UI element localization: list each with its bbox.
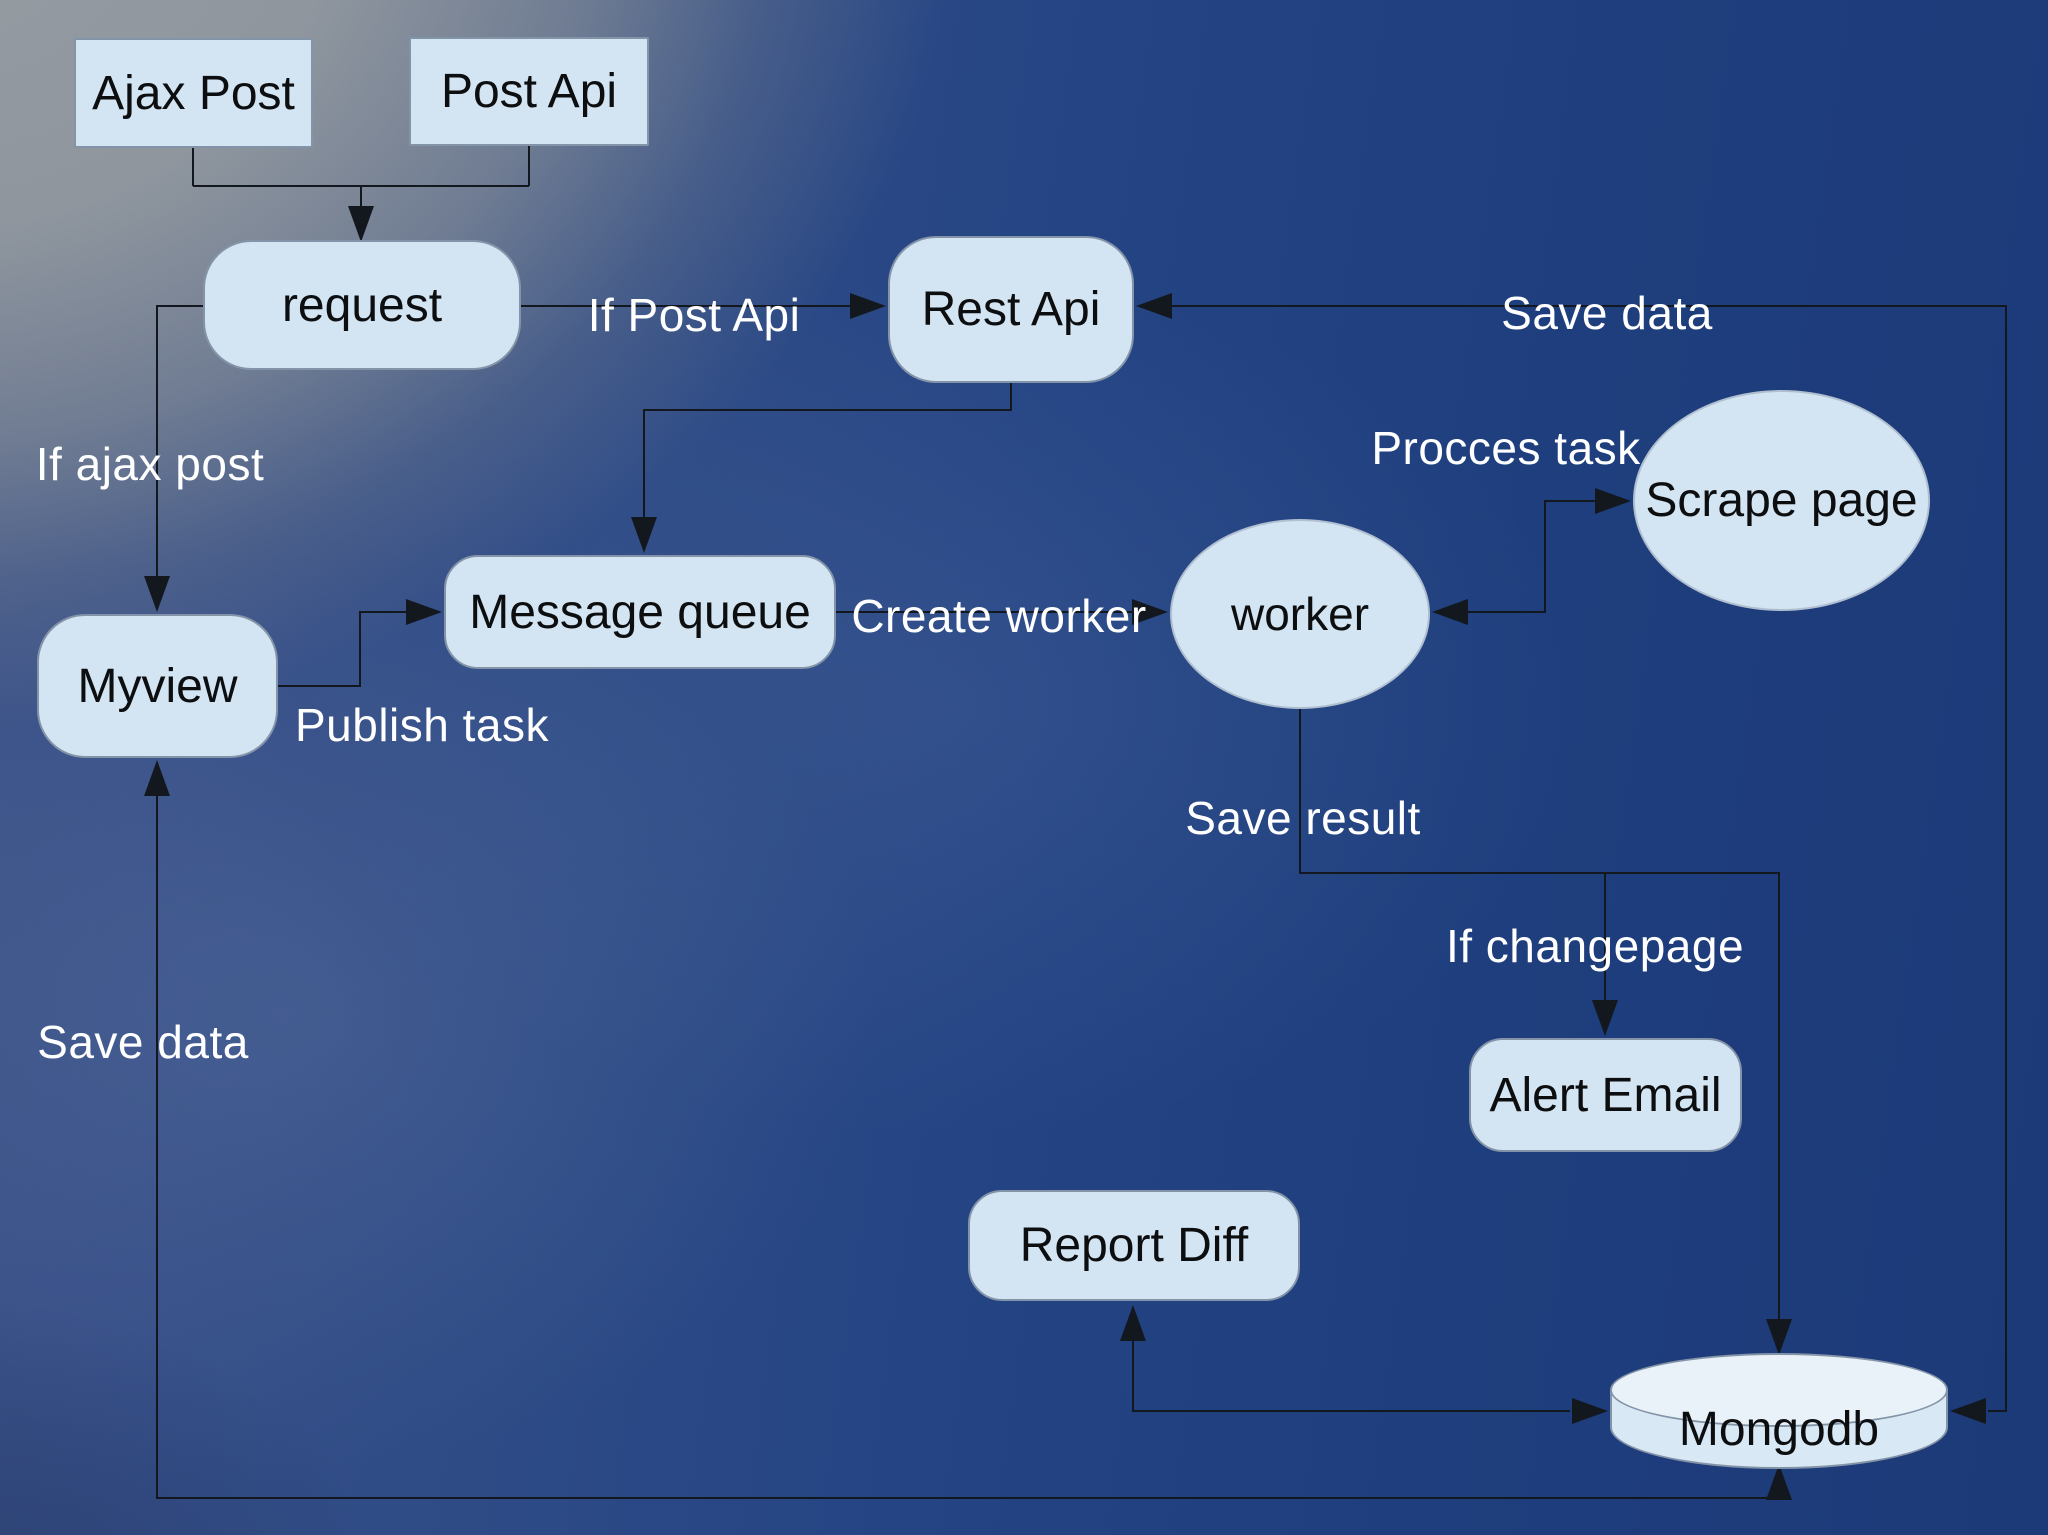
arrowhead-into-scrapepage-left	[1595, 488, 1631, 514]
arrowhead-into-restapi-right	[1136, 293, 1172, 319]
arrowhead-into-restapi-left	[850, 293, 886, 319]
edge-restapi-to-queue-line	[643, 383, 1012, 519]
arrowhead-into-queue-top	[631, 517, 657, 553]
edge-label-if-changepage: If changepage	[1445, 920, 1745, 972]
edge-label-save-data-bottom: Save data	[37, 1016, 249, 1068]
arrowhead-into-request-top	[348, 206, 374, 242]
node-rest-api[interactable]: Rest Api	[888, 236, 1134, 383]
mongodb-cylinder-top-shape	[1610, 1353, 1948, 1427]
node-label: Post Api	[440, 65, 618, 118]
arrowhead-into-myview-bottom	[144, 760, 170, 796]
node-alert-email[interactable]: Alert Email	[1469, 1038, 1742, 1152]
node-label: Myview	[77, 659, 238, 713]
arrowhead-into-worker-left	[1132, 599, 1168, 625]
edge-label-if-post-api: If Post Api	[587, 289, 801, 341]
edge-restapi-mongodb-line	[1172, 305, 2007, 1412]
node-label: Rest Api	[921, 283, 1101, 336]
edge-label-procces-task: Procces task	[1371, 422, 1641, 474]
node-mongodb[interactable]: Mongodb	[1610, 1353, 1948, 1469]
node-scrape-page[interactable]: Scrape page	[1633, 390, 1930, 611]
edge-myview-mongodb-line	[156, 796, 1779, 1499]
arrowhead-into-queue-left	[406, 599, 442, 625]
node-request[interactable]: request	[203, 240, 521, 370]
arrowhead-into-reportdiff-bottom	[1120, 1305, 1146, 1341]
edge-label-publish-task: Publish task	[294, 699, 550, 751]
node-label: worker	[1230, 588, 1370, 640]
arrowhead-into-mongodb-bottom	[1766, 1464, 1792, 1500]
node-worker[interactable]: worker	[1170, 519, 1430, 709]
arrowhead-into-mongodb-left	[1572, 1398, 1608, 1424]
node-post-api[interactable]: Post Api	[409, 37, 649, 146]
edge-label-save-result: Save result	[1185, 792, 1421, 844]
node-ajax-post[interactable]: Ajax Post	[74, 38, 313, 148]
node-label: Scrape page	[1645, 474, 1918, 527]
node-label: Mongodb	[1678, 1402, 1880, 1456]
arrowhead-into-myview-top	[144, 576, 170, 612]
node-label: Ajax Post	[92, 66, 295, 120]
node-report-diff[interactable]: Report Diff	[968, 1190, 1300, 1301]
edge-mongodb-reportdiff-line	[1132, 1341, 1570, 1412]
node-label: Report Diff	[1019, 1219, 1249, 1272]
arrowhead-into-mongodb-top	[1766, 1319, 1792, 1355]
edge-request-to-myview-line	[156, 305, 203, 578]
edge-worker-scrapepage-line	[1468, 500, 1595, 613]
arrowhead-into-alertemail-top	[1592, 1000, 1618, 1036]
node-myview[interactable]: Myview	[37, 614, 278, 758]
node-label: Alert Email	[1489, 1068, 1722, 1122]
node-label: request	[281, 278, 443, 332]
edge-label-save-data-top: Save data	[1501, 287, 1713, 339]
arrowhead-into-mongodb-right	[1950, 1398, 1986, 1424]
edge-label-create-worker: Create worker	[851, 590, 1147, 642]
node-label: Message queue	[469, 585, 811, 639]
arrowhead-into-worker-right	[1432, 599, 1468, 625]
edge-worker-to-mongodb-line	[1299, 709, 1780, 1319]
edge-myview-to-queue-line	[278, 611, 408, 687]
edge-label-if-ajax-post: If ajax post	[35, 438, 265, 490]
edge-posts-to-request-line	[192, 146, 530, 210]
node-message-queue[interactable]: Message queue	[444, 555, 836, 669]
